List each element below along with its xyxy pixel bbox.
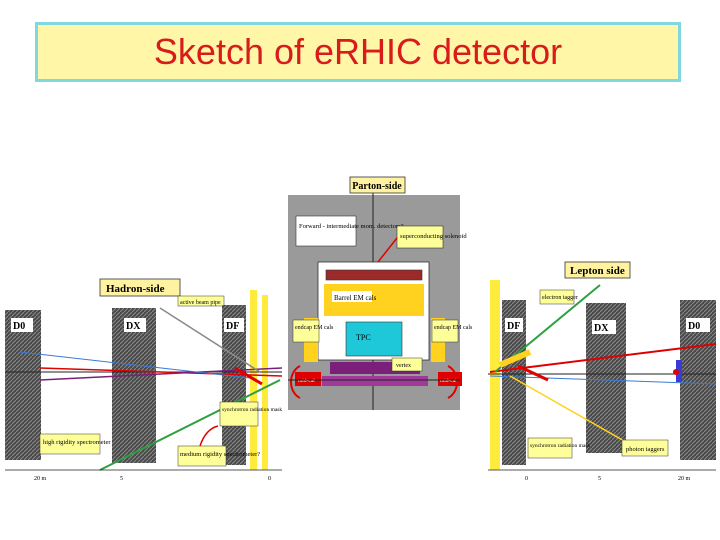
barrel-label-box	[332, 291, 372, 302]
dx-right-label-box	[592, 320, 616, 334]
sync-mask-right-label-box	[527, 437, 573, 459]
d0-right-label-box	[686, 318, 710, 332]
lepton-side-label: Lepton side	[570, 265, 625, 277]
photon-taggers-label: photon taggers	[626, 446, 665, 453]
mid-cal-left-label: mid-cal	[298, 378, 315, 384]
dx-left-label: DX	[126, 321, 141, 332]
right-mask-pointer	[517, 364, 549, 382]
sync-mask-right-label: synchrotron radiation mask	[530, 443, 590, 449]
d0-left-label: D0	[13, 321, 25, 332]
endcap-right-label-box	[431, 319, 459, 343]
left-panel: Hadron-side active beam pipe D0 DX DF sy…	[5, 278, 283, 482]
d0-right-label: D0	[688, 321, 700, 332]
endcap-arc-right	[447, 365, 458, 399]
right-panel: Lepton side electron tagger DF DX D0 syn…	[488, 261, 717, 482]
mid-cal-right-label: mid-cal	[440, 378, 457, 384]
left-axis-start: 20 m	[34, 476, 47, 482]
forward-detectors-note-box	[295, 215, 357, 247]
right-axis-start: 0	[525, 476, 528, 482]
beam-pipe-label-box	[177, 295, 225, 307]
center-panel: Parton-side Forward - intermediate mom. …	[288, 176, 473, 410]
left-beam-gray	[159, 307, 261, 373]
right-beam-red	[489, 343, 717, 373]
barrel-em-label: Barrel EM cals	[334, 294, 377, 302]
left-beam-purple	[39, 367, 283, 381]
parton-side-label-box	[349, 176, 406, 194]
lepton-side-label-box	[564, 261, 631, 279]
tpc-label: TPC	[356, 333, 371, 342]
solenoid-note-box	[396, 225, 444, 249]
endcap-left-label: endcap EM cals	[295, 325, 334, 331]
left-axis-mid: 5	[120, 476, 123, 482]
right-beam-yellow	[509, 375, 641, 451]
right-axis-mid: 5	[598, 476, 601, 482]
hadron-side-label: Hadron-side	[106, 283, 165, 295]
medium-rigidity-label-box	[177, 445, 227, 467]
left-beam-green	[99, 379, 281, 471]
left-axis-end: 0	[268, 476, 271, 482]
slide-title: Sketch of eRHIC detector	[153, 31, 563, 72]
electron-tagger-label-box	[539, 289, 575, 305]
dx-left-label-box	[124, 318, 146, 332]
photon-taggers-label-box	[621, 439, 669, 457]
high-rigidity-label: high rigidity spectrometer	[43, 439, 111, 446]
left-mask-pointer	[234, 366, 263, 386]
dx-magnet-left	[112, 308, 156, 463]
right-axis-end: 20 m	[678, 476, 691, 482]
endcap-arc-left	[290, 365, 301, 399]
tpc-block	[345, 321, 403, 357]
high-rigidity-label-box	[39, 433, 101, 455]
hadron-side-label-box	[99, 278, 181, 297]
slide-title-box: Sketch of eRHIC detector	[35, 22, 681, 82]
right-beam-spot	[673, 369, 679, 375]
sync-mask-left-label-box	[219, 401, 259, 427]
medium-rigidity-pointer	[199, 425, 219, 447]
forward-detectors-note: Forward - intermediate mom. detectors?	[299, 223, 404, 230]
endcap-right-label: endcap EM cals	[434, 325, 473, 331]
solenoid-note: superconducting solenoid	[400, 233, 467, 240]
parton-side-label: Parton-side	[352, 181, 402, 192]
vertex-label: vertex	[396, 363, 411, 369]
right-beam-blue	[489, 375, 717, 385]
left-beam-red	[39, 367, 283, 377]
solenoid-pointer	[377, 237, 398, 263]
electron-tagger-label: electron tagger	[542, 295, 578, 301]
vertex-detector-lower	[322, 376, 428, 386]
df-left-label-box	[224, 318, 244, 332]
d0-magnet-left	[5, 310, 41, 460]
right-yellow-column	[490, 280, 500, 470]
d0-left-label-box	[11, 318, 33, 332]
right-mask-bar	[498, 349, 532, 368]
left-yellow-column-2	[262, 295, 268, 470]
dx-right-label: DX	[594, 323, 609, 334]
df-right-label-box	[505, 318, 523, 332]
df-left-label: DF	[226, 321, 239, 332]
sync-mask-left-label: synchrotron radiation mask	[222, 407, 282, 413]
vertex-label-box	[391, 357, 423, 372]
mid-cal-left	[295, 372, 321, 386]
df-right-label: DF	[507, 321, 520, 332]
right-beam-dump	[676, 360, 682, 382]
medium-rigidity-label: medium rigidity spectrometer?	[180, 451, 260, 458]
beam-pipe-label: active beam pipe	[180, 300, 221, 306]
endcap-left-label-box	[292, 319, 320, 343]
solenoid-coil	[325, 269, 423, 281]
left-beam-blue	[19, 351, 251, 379]
